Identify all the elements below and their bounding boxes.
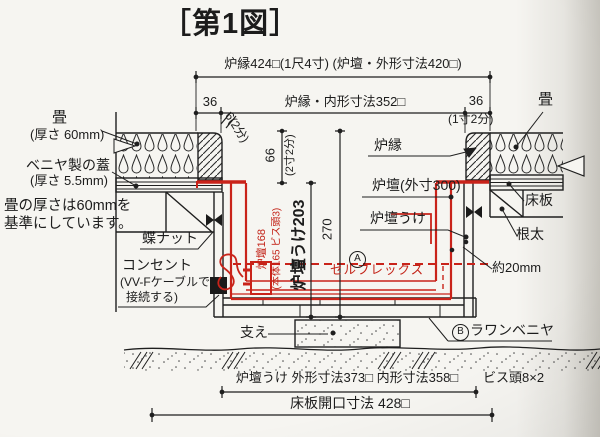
label-rodan-uke: 炉壇うけ bbox=[370, 210, 426, 226]
dim-inner-352: 炉縁・内形寸法352□ bbox=[284, 94, 406, 109]
label-wing-nut: 蝶ナット bbox=[142, 230, 198, 246]
dim-rodan-168-sub: (本体165 ビス頭3) bbox=[271, 207, 283, 290]
dim-right-36-sub: (1寸2分) bbox=[448, 112, 494, 126]
dim-depth-66: 66 bbox=[262, 148, 278, 163]
wing-nut-icon bbox=[206, 206, 482, 226]
mark-b-circle: B bbox=[452, 324, 469, 341]
label-robuchi: 炉縁 bbox=[374, 137, 402, 153]
label-support: 支え bbox=[240, 324, 268, 340]
label-rodan: 炉壇(外寸300) bbox=[372, 177, 461, 193]
figure-title: ［第1図］ bbox=[162, 8, 300, 40]
label-tatami-left: 畳 bbox=[52, 109, 68, 126]
mark-a-circle: A bbox=[349, 251, 366, 268]
dim-depth-270: 270 bbox=[319, 218, 335, 241]
dim-floor-opening: 床板開口寸法 428□ bbox=[290, 395, 410, 411]
label-screw-heads: ビス頭8×2 bbox=[483, 370, 545, 385]
label-joist: 根太 bbox=[516, 226, 544, 242]
label-tatami-right: 畳 bbox=[538, 91, 554, 108]
note-line-1: 畳の厚さは60mmを bbox=[4, 198, 132, 214]
label-plywood-lid: ベニヤ製の蓋 bbox=[26, 157, 110, 173]
label-outlet-sub1: (VV-Fケーブルで bbox=[120, 275, 210, 289]
label-selflex: セルフレックス bbox=[330, 263, 425, 277]
dim-overall-424: 炉縁424□(1尺4寸) (炉壇・外形寸法420□) bbox=[224, 56, 462, 71]
dim-right-36: 36 bbox=[468, 93, 484, 108]
label-outlet: コンセント bbox=[122, 257, 192, 273]
label-plywood-lid-sub: (厚さ 5.5mm) bbox=[30, 173, 109, 188]
dim-rodan-uke-203: 炉壇うけ203 bbox=[291, 199, 309, 291]
dimension-lines bbox=[149, 71, 495, 422]
label-lauan-plywood: ラワンベニヤ bbox=[470, 322, 554, 338]
dim-left-36: 36 bbox=[202, 94, 218, 109]
dim-depth-66-sub: (2寸2分) bbox=[283, 134, 296, 176]
leader-lines bbox=[101, 111, 552, 342]
dim-rodan-168: 炉壇168 bbox=[255, 228, 268, 270]
label-tatami-left-sub: (厚さ 60mm) bbox=[30, 127, 105, 142]
label-outlet-sub2: 接続する) bbox=[126, 290, 178, 304]
label-floor-board: 床板 bbox=[525, 192, 553, 208]
label-gap-20mm: 約20mm bbox=[492, 260, 542, 275]
note-line-2: 基準にしています。 bbox=[4, 216, 133, 232]
dim-rodan-uke-bottom: 炉壇うけ 外形寸法373□ 内形寸法358□ bbox=[235, 370, 459, 385]
red-hearth-unit bbox=[196, 180, 489, 301]
